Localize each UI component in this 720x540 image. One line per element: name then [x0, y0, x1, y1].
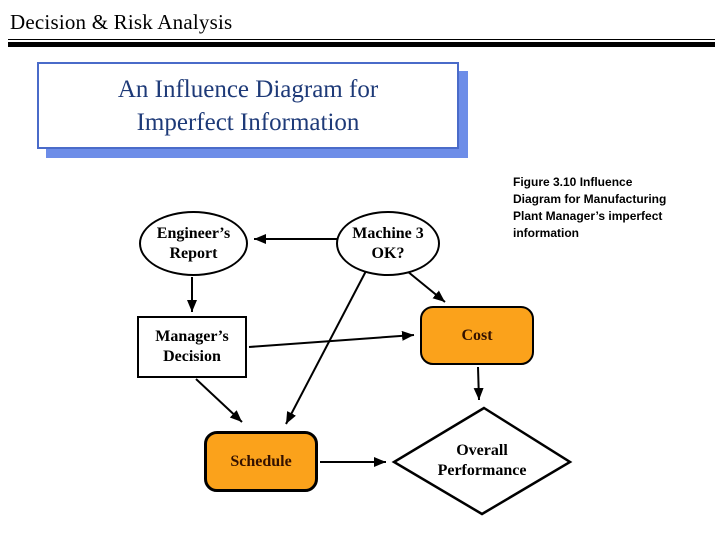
- arrow-cost-to-overall-performance: [473, 366, 484, 401]
- node-schedule: Schedule: [204, 431, 318, 492]
- node-schedule-label: Schedule: [230, 452, 292, 470]
- arrow-machine3-to-schedule: [285, 270, 367, 425]
- node-overall-performance-label: Overall Performance: [437, 442, 527, 479]
- node-machine3-ok: Machine 3 OK?: [336, 211, 440, 276]
- node-managers-decision-label: Manager’s Decision: [155, 328, 229, 365]
- node-overall-performance: Overall Performance: [390, 404, 574, 518]
- node-machine3-ok-label: Machine 3 OK?: [352, 224, 424, 262]
- header-rule-thick: [8, 42, 715, 47]
- node-engineers-report: Engineer’s Report: [139, 211, 248, 276]
- arrow-managers-decision-to-cost: [248, 330, 415, 348]
- arrow-machine3-to-cost: [406, 270, 446, 303]
- node-engineers-report-label: Engineer’s Report: [156, 224, 231, 262]
- diamond-shape: [391, 406, 573, 516]
- node-cost: Cost: [420, 306, 534, 365]
- slide-title-box: An Influence Diagram for Imperfect Infor…: [37, 62, 459, 149]
- header-rule-thin: [8, 39, 715, 40]
- figure-caption: Figure 3.10 Influence Diagram for Manufa…: [513, 175, 667, 240]
- node-managers-decision: Manager’s Decision: [137, 316, 247, 378]
- arrow-managers-decision-to-schedule: [195, 378, 243, 423]
- node-cost-label: Cost: [461, 326, 493, 344]
- slide-header-title: Decision & Risk Analysis: [10, 10, 233, 34]
- slide-title: An Influence Diagram for Imperfect Infor…: [117, 75, 379, 136]
